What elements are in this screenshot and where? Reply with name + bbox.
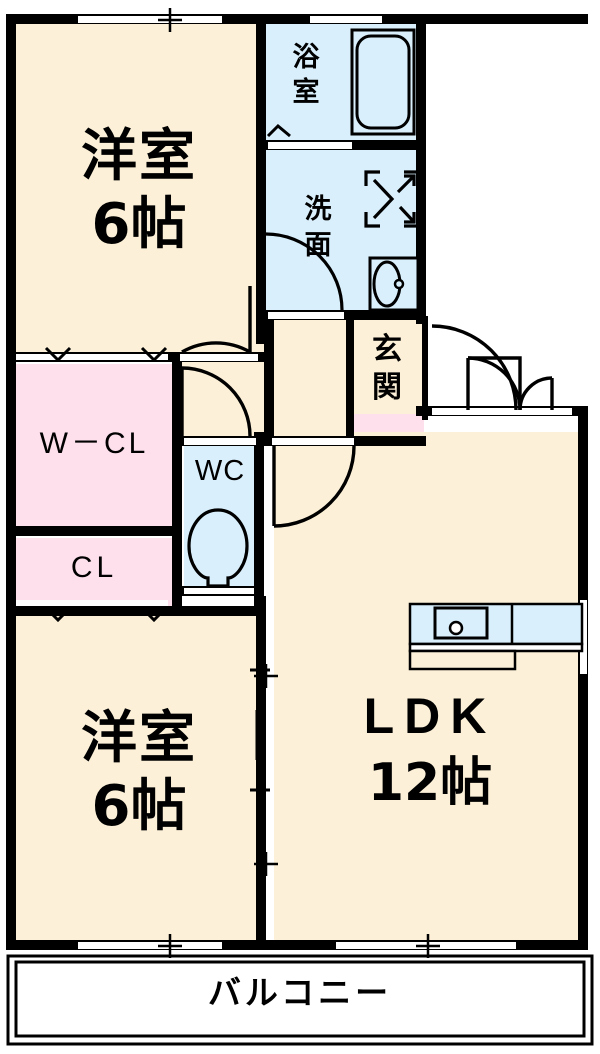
label-bedroom-north-name: 洋室: [81, 124, 197, 189]
label-balcony: バルコニー: [207, 973, 393, 1012]
closet-door-wcl[interactable]: [16, 354, 168, 360]
wall-south-outer: [6, 940, 588, 950]
wall-bath-east: [416, 14, 426, 324]
label-ldk-name: LDK: [363, 688, 497, 744]
vanity-sink-icon: [368, 256, 420, 312]
bedroom-south-door-marks: [250, 668, 270, 792]
door-opening-toilet[interactable]: [184, 438, 256, 445]
kitchen-counter-icon: [408, 602, 584, 671]
wall-bedroom-south-east: [256, 596, 266, 948]
wall-bedroom-south-north: [6, 606, 264, 616]
wall-toilet-east: [254, 432, 264, 616]
bathtub-icon: [350, 28, 416, 136]
door-toilet: [180, 366, 252, 437]
label-bedroom-north-size: 6帖: [91, 192, 187, 257]
door-entrance: [431, 324, 554, 411]
washing-machine-space-icon: [364, 170, 420, 228]
wall-corridor-ldk: [264, 316, 274, 446]
room-balcony: [8, 956, 592, 1044]
door-ldk-corridor: [272, 445, 356, 528]
wall-closets-east: [172, 352, 182, 616]
wall-east-outer: [578, 410, 588, 950]
window-tick-group: [158, 8, 440, 958]
door-opening-washroom[interactable]: [268, 312, 344, 319]
corridor-upper: [264, 316, 354, 446]
label-walk-in-closet: W－CL: [39, 427, 149, 460]
window-ldk-east[interactable]: [580, 600, 587, 674]
closet-door-cl[interactable]: [16, 600, 168, 606]
door-opening-bath[interactable]: [268, 142, 352, 149]
label-closet: CL: [70, 551, 118, 584]
door-opening-bedroom-north[interactable]: [180, 354, 258, 361]
wall-corridor-west: [172, 352, 182, 446]
label-bedroom-south-name: 洋室: [81, 706, 197, 771]
wall-entrance-west: [346, 316, 354, 446]
room-entrance: [352, 322, 424, 414]
wall-west-outer: [6, 14, 16, 950]
wall-north-outer: [6, 14, 588, 24]
door-bath: [266, 123, 291, 138]
room-bedroom-north: [14, 22, 264, 358]
wall-wcl-cl-divider: [6, 526, 182, 536]
room-walk-in-closet: [14, 364, 174, 530]
door-bedroom-north: [181, 286, 252, 354]
label-bath: 浴室: [292, 42, 320, 109]
label-entrance: 玄関: [372, 332, 402, 405]
door-opening-ldk-corridor[interactable]: [272, 438, 354, 445]
label-bedroom-south-size: 6帖: [91, 774, 187, 839]
closet-door-marks: [44, 346, 168, 623]
balcony-outline: [6, 954, 594, 1046]
door-washroom: [265, 232, 344, 311]
wall-bedroom-north-east: [256, 14, 266, 344]
label-toilet: WC: [194, 455, 246, 487]
room-bedroom-south: [14, 616, 264, 942]
window-bedroom-north-top[interactable]: [78, 16, 222, 23]
wc-floor-gap: [184, 588, 254, 594]
label-ldk-size: 12帖: [367, 753, 493, 813]
toilet-icon: [187, 508, 249, 588]
door-opening-entrance[interactable]: [432, 408, 572, 415]
room-ldk: [274, 432, 586, 942]
room-closet: [14, 538, 174, 608]
wall-entrance-east: [422, 316, 428, 420]
window-bath-top[interactable]: [310, 16, 382, 23]
label-washroom: 洗面: [304, 194, 332, 262]
kitchen-sink-icon: [433, 606, 489, 640]
window-bedroom-south-bottom[interactable]: [78, 942, 222, 949]
